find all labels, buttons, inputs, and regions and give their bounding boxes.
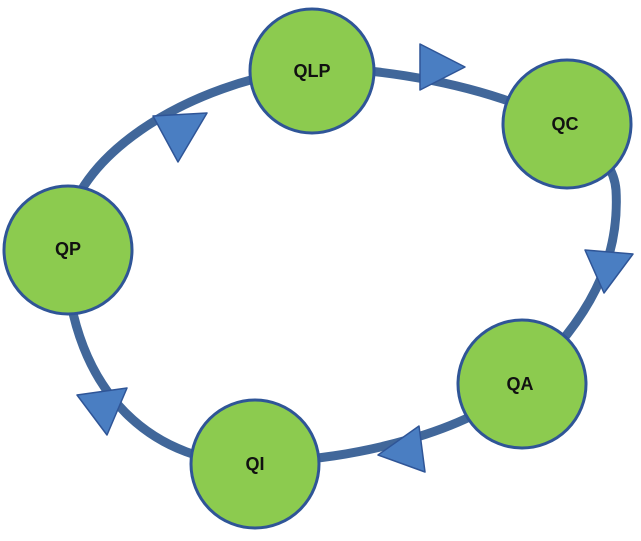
node-circle [2, 184, 134, 316]
node-circle [501, 58, 633, 190]
node-qp: QP [2, 184, 134, 316]
arrow-qc-to-qa-icon [584, 249, 634, 294]
arrow-qi-to-qp-icon [76, 387, 128, 436]
arrow-qp-to-qlp-icon [152, 112, 208, 163]
node-circle [456, 318, 588, 450]
node-label: QLP [293, 61, 330, 81]
node-qc: QC [501, 58, 633, 190]
node-qa: QA [456, 318, 588, 450]
arrow-qa-to-qi-icon [377, 425, 426, 473]
node-circle [189, 398, 321, 530]
node-qi: QI [189, 398, 321, 530]
node-label: QA [507, 374, 534, 394]
node-label: QP [55, 239, 81, 259]
node-qlp: QLP [248, 7, 376, 135]
node-circle [248, 7, 376, 135]
node-label: QI [245, 454, 264, 474]
arrow-qlp-to-qc-icon [419, 43, 466, 91]
node-label: QC [552, 114, 579, 134]
